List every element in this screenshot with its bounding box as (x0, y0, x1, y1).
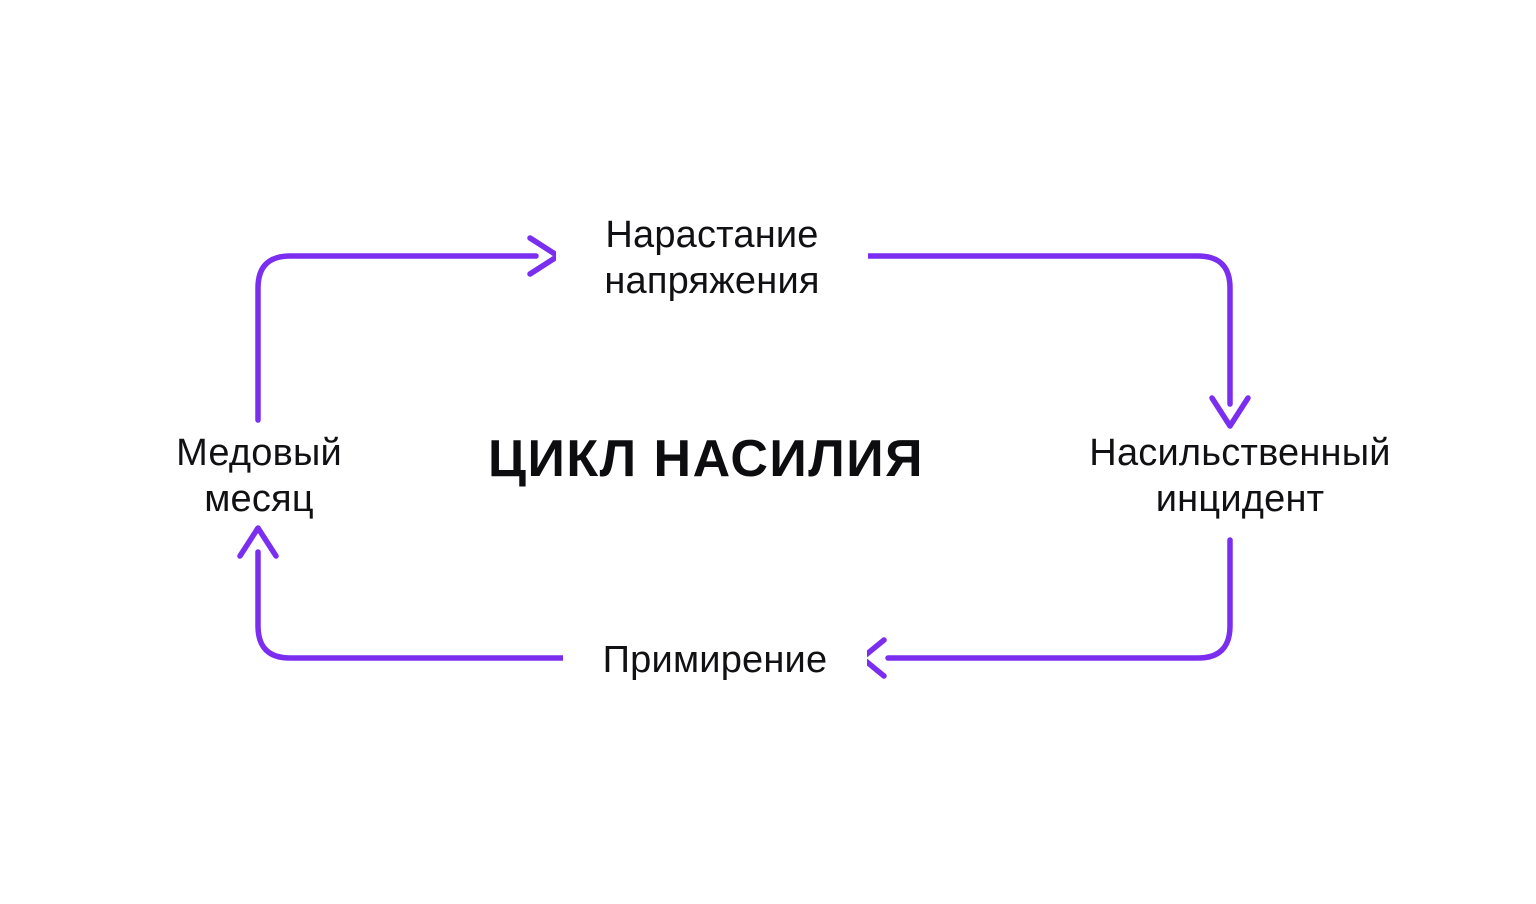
node-label-honeymoon: Медовый месяц (140, 430, 378, 523)
node-label-incident: Насильственный инцидент (1038, 430, 1442, 523)
edge-honeymoon-to-tension-line (255, 253, 539, 423)
edge-reconciliation-to-honeymoon-line (255, 549, 568, 661)
node-label-reconciliation: Примирение (563, 637, 867, 684)
diagram-center-title: ЦИКЛ НАСИЛИЯ (440, 430, 972, 489)
edge-honeymoon-to-tension-arrowhead (527, 235, 561, 277)
edge-reconciliation-to-honeymoon-arrowhead (237, 525, 279, 559)
node-label-tension: Нарастание напряжения (556, 212, 868, 305)
edge-incident-to-reconciliation-line (885, 537, 1233, 661)
edge-tension-to-incident-arrowhead (1209, 395, 1251, 429)
edge-tension-to-incident-line (853, 253, 1233, 407)
